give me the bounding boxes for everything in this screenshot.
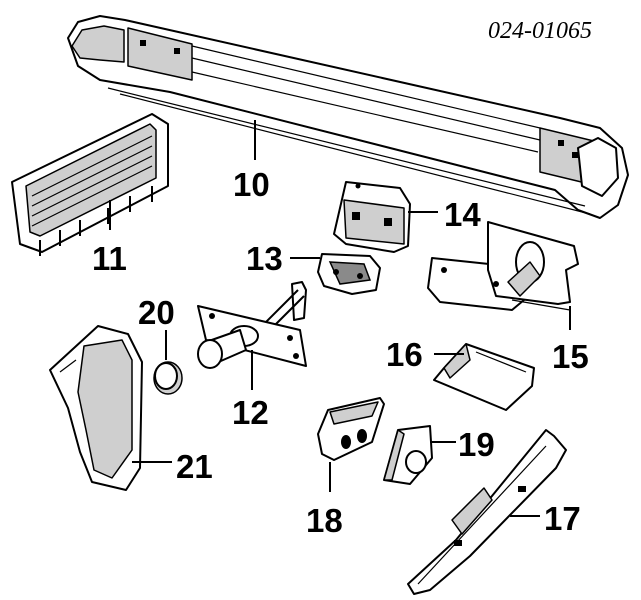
callout-21: 21	[176, 448, 213, 485]
catalog-number: 024-01065	[488, 18, 592, 44]
part-20-cap[interactable]	[153, 361, 183, 395]
part-18-lamp[interactable]	[317, 397, 385, 461]
part-14-bracket[interactable]	[333, 181, 411, 253]
callout-18: 18	[306, 502, 343, 539]
part-16-plate[interactable]	[433, 343, 535, 411]
callout-12: 12	[232, 394, 269, 431]
part-15-panel[interactable]	[427, 221, 579, 311]
callout-11: 11	[92, 240, 127, 277]
part-19-block[interactable]	[383, 425, 433, 485]
part-21-corner-trim[interactable]	[49, 325, 143, 491]
callout-14: 14	[444, 196, 481, 233]
callout-15: 15	[552, 338, 589, 375]
callout-20: 20	[138, 294, 175, 331]
callout-19: 19	[458, 426, 495, 463]
part-13-bracket[interactable]	[317, 253, 381, 295]
part-10-bumper[interactable]	[67, 15, 629, 219]
part-17-strip[interactable]	[407, 429, 567, 595]
part-12-mount[interactable]	[197, 281, 307, 369]
callout-10: 10	[233, 166, 270, 203]
part-11-grille[interactable]	[11, 113, 169, 256]
callout-16: 16	[386, 336, 423, 373]
callout-17: 17	[544, 500, 581, 537]
callout-13: 13	[246, 240, 283, 277]
